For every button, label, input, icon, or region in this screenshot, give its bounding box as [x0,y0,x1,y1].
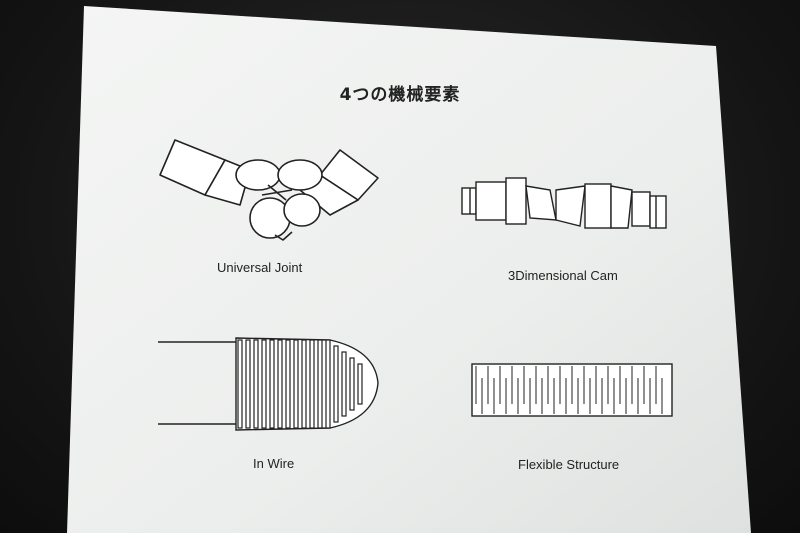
caption-3d-cam: 3Dimensional Cam [508,268,618,283]
caption-universal-joint: Universal Joint [217,260,303,275]
caption-in-wire: In Wire [253,456,295,471]
caption-flexible-structure: Flexible Structure [518,457,620,472]
slide-title: 4つの機械要素 [339,85,461,105]
